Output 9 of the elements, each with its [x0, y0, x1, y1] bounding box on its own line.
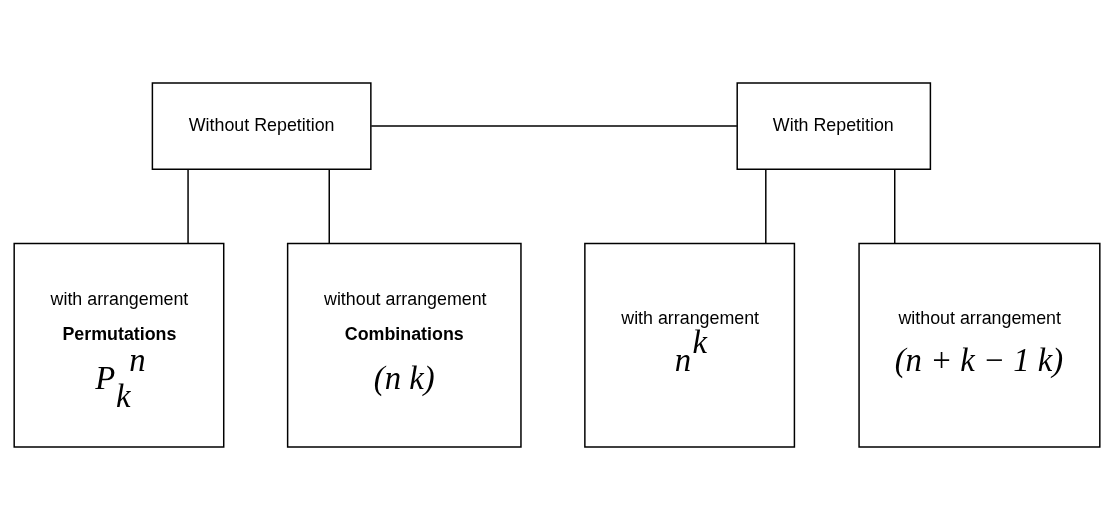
connector — [328, 168, 330, 244]
node-box: Without Repetition — [151, 81, 372, 170]
connector — [894, 168, 896, 244]
connector — [187, 168, 189, 244]
node-box: without arrangement (n + k − 1 k) — [858, 242, 1101, 448]
node-box: With Repetition — [736, 81, 932, 170]
connector — [370, 124, 738, 127]
node-box: without arrangement Combinations (n k) — [286, 242, 522, 448]
connector — [765, 168, 767, 244]
